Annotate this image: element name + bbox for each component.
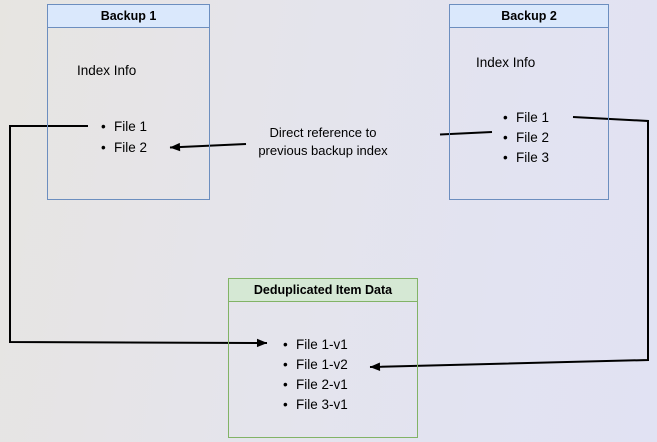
list-item: File 1-v1 <box>283 335 348 355</box>
backup2-title: Backup 2 <box>450 5 608 28</box>
backup2-box: Backup 2 Index Info File 1 File 2 File 3 <box>449 4 609 200</box>
list-item: File 1 <box>503 108 549 128</box>
dedup-file-list: File 1-v1 File 1-v2 File 2-v1 File 3-v1 <box>283 335 348 415</box>
list-item: File 2-v1 <box>283 375 348 395</box>
deduplicated-item-data-box: Deduplicated Item Data File 1-v1 File 1-… <box>228 278 418 438</box>
list-item: File 2 <box>101 137 147 158</box>
backup1-index-info-label: Index Info <box>77 63 137 78</box>
list-item: File 1 <box>101 116 147 137</box>
backup2-file-list: File 1 File 2 File 3 <box>503 108 549 168</box>
backup2-index-info-label: Index Info <box>476 55 536 70</box>
list-item: File 3 <box>503 148 549 168</box>
list-item: File 3-v1 <box>283 395 348 415</box>
list-item: File 2 <box>503 128 549 148</box>
annotation-line-2: previous backup index <box>258 143 388 158</box>
dedup-title: Deduplicated Item Data <box>229 279 417 302</box>
backup1-file-list: File 1 File 2 <box>101 116 147 158</box>
direct-reference-annotation: Direct reference to previous backup inde… <box>235 124 411 160</box>
list-item: File 1-v2 <box>283 355 348 375</box>
backup1-title: Backup 1 <box>48 5 209 28</box>
backup1-box: Backup 1 Index Info File 1 File 2 <box>47 4 210 200</box>
annotation-line-1: Direct reference to <box>269 125 377 140</box>
